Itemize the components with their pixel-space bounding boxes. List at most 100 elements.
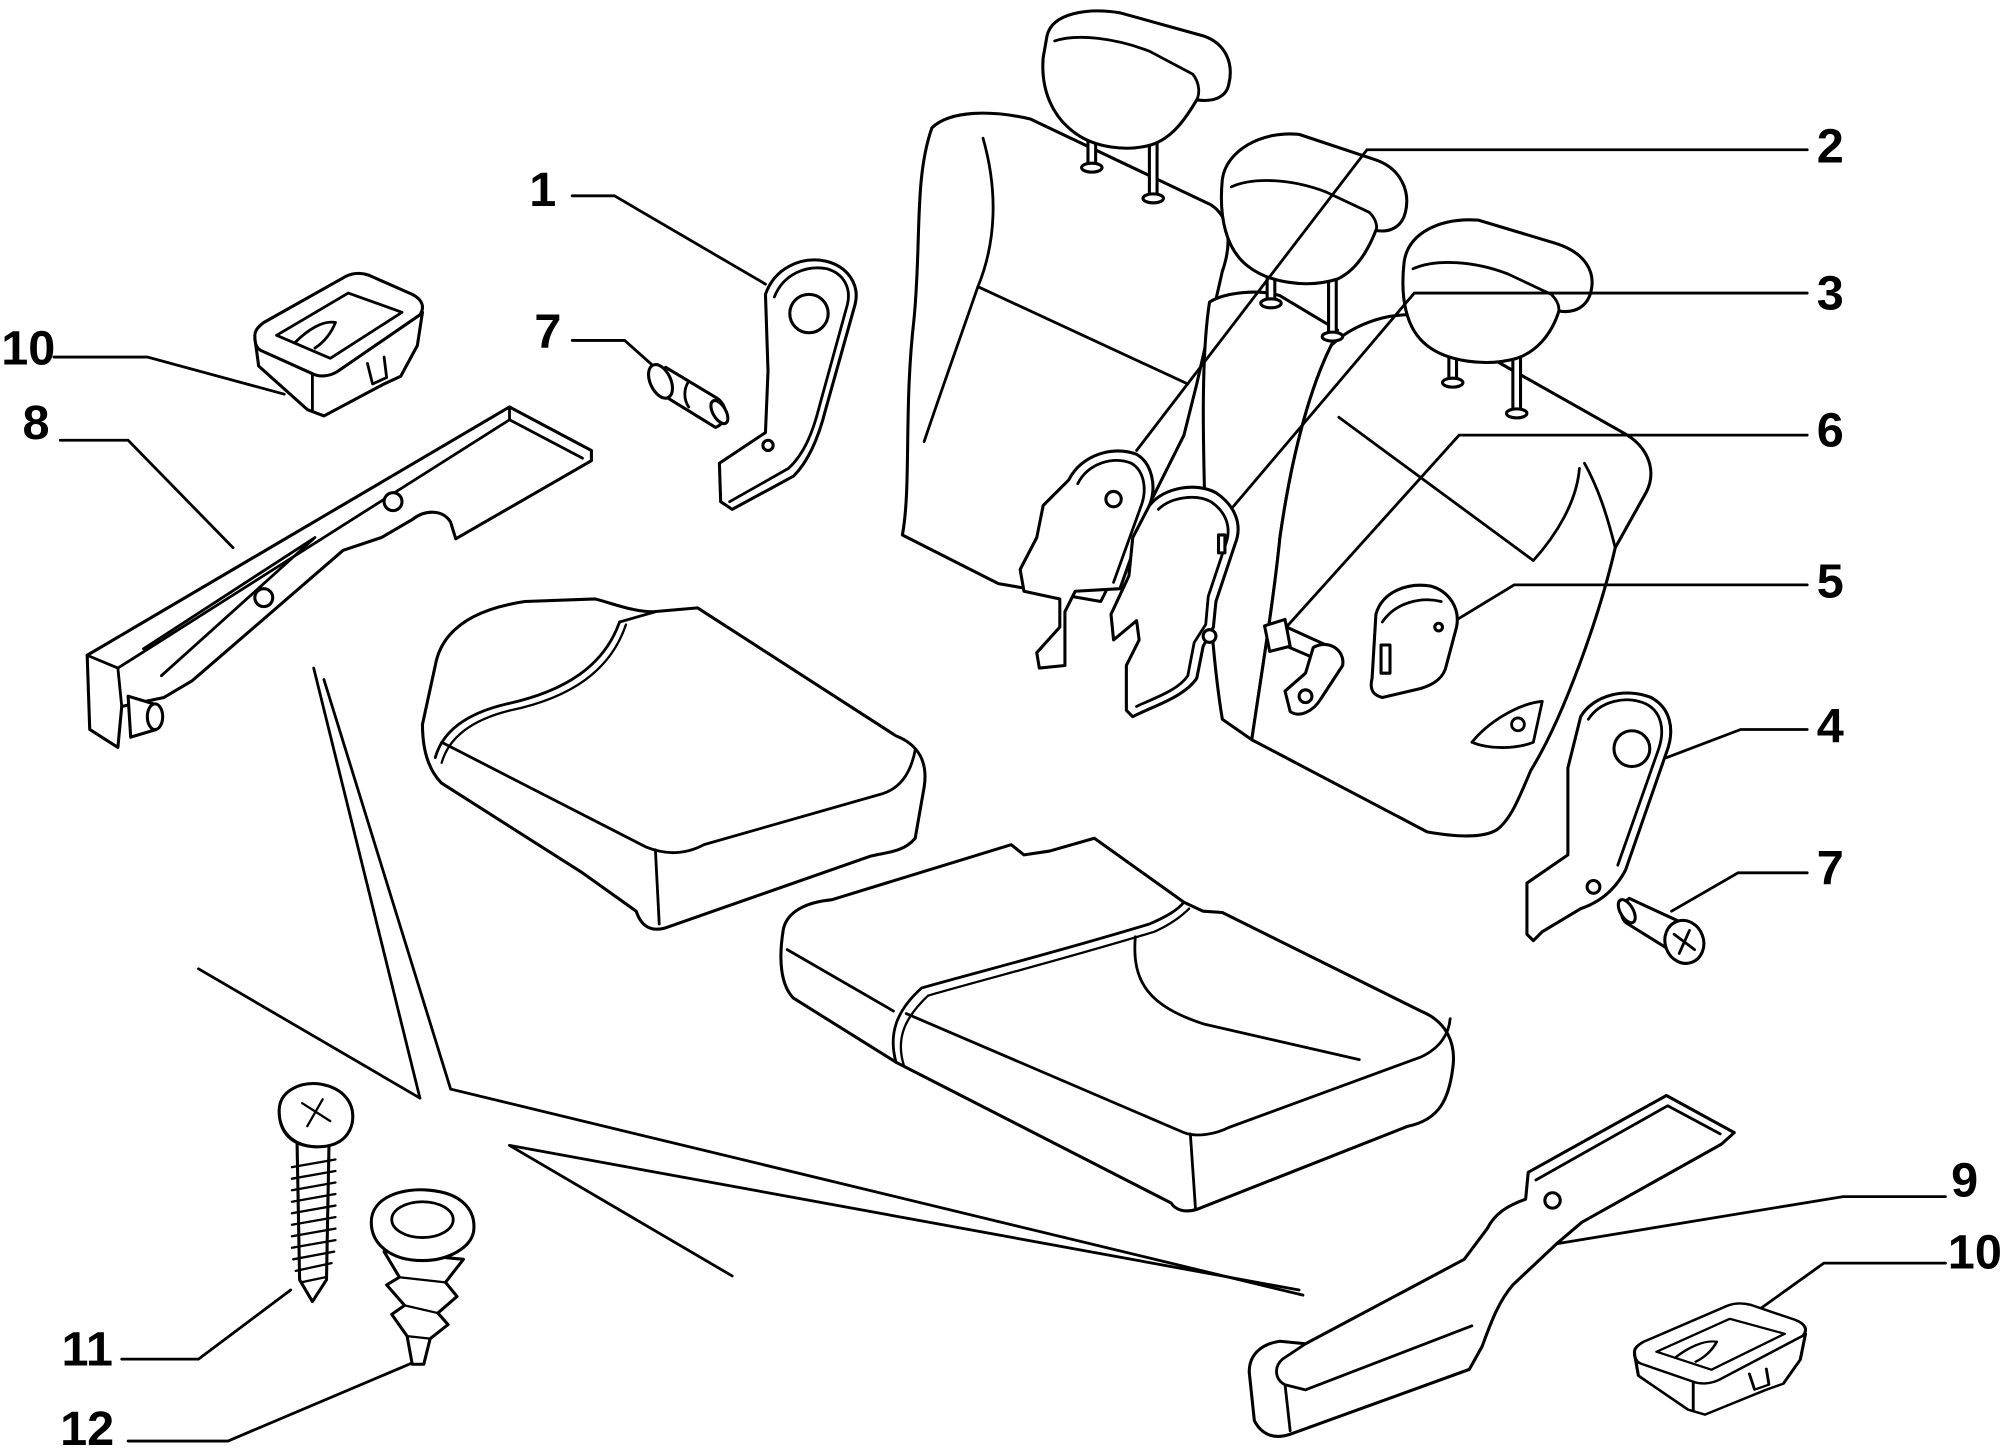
leader-line-8 (58, 438, 235, 550)
part-8-hole-2 (253, 587, 275, 609)
part-9-outline (1247, 1093, 1736, 1438)
part-11-head-side (279, 1119, 316, 1149)
part-8-rib (142, 536, 317, 678)
part-1-hinge-bracket (717, 258, 858, 511)
callout-1: 1 (529, 163, 556, 217)
callout-7-left: 7 (534, 305, 561, 359)
seat-cushion-right-corner (1188, 1132, 1197, 1210)
callout-10-right: 10 (1948, 1225, 2002, 1279)
headrest-left-rim (1053, 35, 1201, 102)
part-7-right-cross (1672, 928, 1696, 955)
part-1-pivot-hole (788, 292, 830, 335)
part-3-edge (1135, 495, 1230, 708)
part-12-cap-inner (390, 1200, 455, 1239)
seat-cushion-left-piping-inner (440, 623, 628, 764)
part-2-hole (1104, 489, 1123, 509)
seat-back-right-thickness (1583, 461, 1617, 550)
seat-cushion-right-front-edge (904, 1012, 1452, 1137)
part-8-tube-end (145, 702, 165, 732)
part-8-end-face (85, 653, 124, 708)
headrest-left-post-2 (1147, 139, 1159, 199)
part-7-left-head (647, 363, 675, 400)
part-10-left-notch (366, 355, 389, 386)
pointer-line-a (312, 666, 422, 1100)
seat-cushion-right-top-curve (1133, 935, 1361, 1062)
seat-cushion-right-piping (891, 900, 1186, 1064)
callout-7-right: 7 (1817, 841, 1844, 895)
leader-line-4 (1665, 728, 1809, 760)
callout-8: 8 (22, 396, 49, 450)
leader-lines (52, 148, 1947, 1443)
headrest-right-post-2 (1511, 354, 1523, 414)
leader-line-1 (570, 194, 767, 286)
part-2-cover-plate (1018, 449, 1155, 670)
seat-cushion-left-outline (420, 597, 927, 931)
part-6-cam-bolt (1263, 617, 1345, 716)
part-2-edge (1076, 459, 1146, 584)
headrest-middle-rim (1229, 179, 1378, 232)
part-10-left-rim (253, 271, 424, 378)
part-3-slot (1216, 533, 1227, 555)
part-7-bolt-right (1616, 896, 1706, 965)
leader-line-7-right (1670, 871, 1809, 913)
part-11-cross-recess (301, 1098, 332, 1128)
callout-9: 9 (1951, 1154, 1978, 1208)
callout-2: 2 (1817, 120, 1844, 174)
part-5-release-knob (1369, 583, 1459, 700)
part-9-support-bar-right (1247, 1093, 1736, 1438)
leader-line-6 (1284, 433, 1809, 629)
part-5-slot (1379, 643, 1392, 675)
headrest-middle-post-2 (1327, 274, 1338, 337)
part-10-left-opening (275, 291, 404, 360)
pointer-line-e (508, 1144, 1301, 1292)
part-11-threads (290, 1158, 337, 1284)
part-8-outline (85, 405, 593, 749)
part-4-mount-hole (1585, 878, 1602, 895)
leader-line-3 (1227, 291, 1809, 514)
headrest-left (1041, 9, 1232, 205)
part-4-pivot-hole (1612, 729, 1652, 769)
seat-back-right (1250, 313, 1653, 838)
pointer-line-b (322, 678, 1305, 1297)
callout-6: 6 (1817, 404, 1844, 458)
seat-cushion-right (779, 836, 1455, 1213)
seat-cushion-left-top-seam (618, 610, 657, 624)
seat-back-latch-hole (1510, 716, 1526, 733)
leader-line-9 (1553, 1195, 1947, 1246)
seat-back-left-seam-lower (922, 285, 980, 443)
headrest-middle (1219, 132, 1409, 343)
part-12-push-clip (369, 1188, 476, 1366)
leader-line-10-right (1754, 1261, 1947, 1314)
seat-cushion-left-corner (653, 848, 661, 926)
part-10-left-inner (293, 320, 337, 350)
seat-cushion-right-outline (779, 836, 1455, 1213)
leader-line-12 (126, 1361, 414, 1443)
pointer-line-c (197, 967, 422, 1100)
part-10-right-notch (1747, 1367, 1771, 1391)
seat-back-right-seam (1337, 415, 1535, 562)
part-1-mount-hole (761, 438, 775, 453)
headrest-right-grommet-1 (1440, 376, 1465, 389)
headrest-right-rim (1411, 261, 1561, 313)
part-9-hole (1543, 1191, 1562, 1210)
headrest-left-grommet-1 (1080, 161, 1104, 174)
seat-cushion-left (420, 597, 927, 931)
part-7-bolt-left (647, 363, 730, 429)
headrest-middle-grommet-1 (1259, 297, 1283, 310)
headrest-middle-grommet-2 (1320, 330, 1345, 343)
part-9-end-face (1283, 1383, 1292, 1433)
leader-line-10-left (52, 355, 286, 396)
part-12-ridges (398, 1276, 447, 1340)
part-9-rim (1534, 1104, 1722, 1182)
seat-cushion-left-front-edge (440, 740, 917, 855)
part-4-edge (1586, 698, 1664, 867)
part-11-screw (277, 1082, 355, 1304)
part-1-edge (728, 266, 850, 504)
part-10-right-inner (1673, 1340, 1719, 1363)
part-10-right-opening (1655, 1317, 1787, 1371)
headrest-left-grommet-2 (1141, 192, 1166, 205)
part-3-outline (1109, 485, 1240, 719)
part-7-left-ring (683, 379, 691, 409)
callout-10-left: 10 (1, 322, 55, 376)
part-7-left-tip (709, 399, 730, 426)
